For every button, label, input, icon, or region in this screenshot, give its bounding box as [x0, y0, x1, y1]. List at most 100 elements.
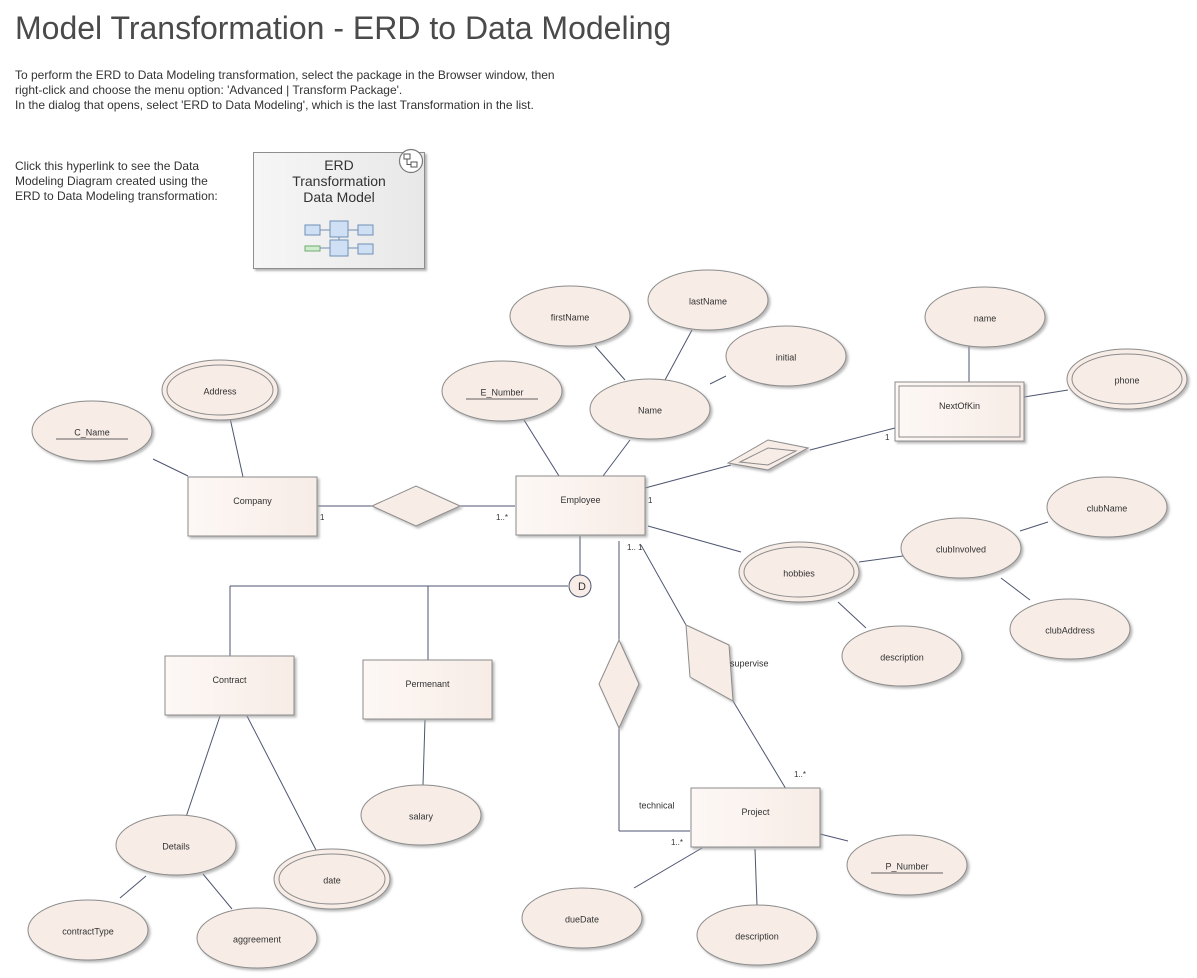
entity-label-employee: Employee [560, 495, 600, 505]
entity-label-permanent: Permenant [405, 679, 450, 689]
attribute-hobby-description [841, 625, 963, 687]
multivalued-inner-phone [1071, 353, 1183, 405]
hyperlink-hint: Click this hyperlink to see the Data Mod… [15, 159, 218, 204]
attribute-clubinvolved [900, 517, 1022, 579]
entity-contract [164, 655, 295, 716]
attribute-label-agreement: aggreement [233, 934, 282, 944]
relationship-connector [594, 345, 626, 381]
attribute-label-nok-name: name [974, 313, 997, 323]
attribute-project-description [696, 904, 818, 966]
diagram-link-label: ERD [324, 157, 354, 173]
attribute-lastname [647, 269, 769, 331]
multiplicity-company-works: 1 [320, 513, 325, 522]
multivalued-inner-hobbies [743, 546, 855, 598]
relationship-diamond-supervise [685, 624, 734, 702]
attribute-clubname [1046, 476, 1168, 538]
attribute-e-number [441, 360, 563, 422]
relationship-diamond-technical [598, 638, 640, 730]
attribute-firstname [509, 285, 631, 347]
entity-nextofkin [894, 381, 1025, 442]
identifying-relationship-inner [738, 447, 798, 466]
entity-employee [515, 475, 646, 536]
multivalued-inner-address [166, 364, 274, 416]
entity-label-contract: Contract [212, 675, 247, 685]
attribute-label-initial: initial [776, 352, 797, 362]
specialization-symbol: D [578, 581, 586, 593]
relationship-connector [202, 873, 233, 910]
attribute-label-contracttype: contractType [62, 926, 114, 936]
relationship-connector [185, 715, 221, 818]
instructions: To perform the ERD to Data Modeling tran… [15, 68, 555, 113]
attribute-date [273, 848, 391, 910]
attribute-phone [1066, 348, 1188, 410]
attribute-duedate [521, 887, 643, 949]
entity-label-company: Company [233, 496, 272, 506]
diagram-link-icon [398, 148, 424, 174]
data-model-diagram-hyperlink[interactable]: ERD Transformation Data Model [253, 148, 425, 269]
entity-label-nextofkin: NextOfKin [939, 401, 980, 411]
relationship-connector [644, 464, 732, 489]
relationship-connector [229, 417, 244, 478]
attribute-name [589, 378, 711, 440]
attribute-label-firstname: firstName [551, 312, 590, 322]
relationship-connector [647, 525, 742, 553]
instruction-line: In the dialog that opens, select 'ERD to… [15, 98, 534, 112]
page-title: Model Transformation - ERD to Data Model… [15, 10, 672, 46]
relationship-connector [119, 875, 147, 899]
relationship-connector [1019, 521, 1049, 532]
attribute-salary [360, 784, 482, 846]
diagram-link-label: Transformation [292, 173, 386, 189]
relationship-label-supervise: supervise [730, 658, 769, 668]
relationship-connector [837, 601, 867, 629]
entity-project [690, 787, 821, 848]
entity-permanent [362, 659, 493, 720]
relationship-connector [664, 329, 693, 381]
hint-line: Click this hyperlink to see the Data [15, 159, 200, 173]
relationship-connector [640, 544, 687, 626]
attribute-p-number [846, 834, 968, 896]
attribute-label-details: Details [162, 841, 190, 851]
specialization-circle [568, 574, 592, 598]
attribute-label-hobby-description: description [880, 652, 924, 662]
weak-entity-inner-nextofkin [898, 385, 1021, 438]
instruction-line: To perform the ERD to Data Modeling tran… [15, 68, 555, 82]
attribute-clubaddress [1009, 598, 1131, 660]
multiplicity-employee-nok: 1 [648, 496, 653, 505]
relationship-label-technical: technical [639, 800, 675, 810]
entity-label-project: Project [741, 807, 770, 817]
relationship-connector [152, 458, 189, 477]
attribute-agreement [196, 907, 318, 969]
multiplicity-project-supervise: 1..* [794, 770, 806, 779]
attribute-label-project-description: description [735, 931, 779, 941]
relationship-connector [633, 847, 703, 889]
attribute-details [115, 814, 237, 876]
attribute-label-duedate: dueDate [565, 914, 599, 924]
data-model-thumbnail-icon [304, 220, 374, 257]
relationship-connector [523, 419, 560, 477]
attribute-nok-name [924, 286, 1046, 348]
attribute-label-salary: salary [409, 811, 434, 821]
instruction-line: right-click and choose the menu option: … [15, 83, 403, 97]
relationship-connector [1023, 389, 1069, 398]
attribute-label-clubaddress: clubAddress [1045, 625, 1095, 635]
attribute-c-name [31, 400, 153, 462]
relationship-connector [819, 833, 849, 842]
entity-company [187, 476, 318, 537]
hint-line: ERD to Data Modeling transformation: [15, 189, 218, 203]
attribute-label-p-number: P_Number [885, 861, 928, 871]
attribute-label-hobbies: hobbies [783, 568, 815, 578]
attribute-label-date: date [323, 875, 341, 885]
hint-line: Modeling Diagram created using the [15, 174, 208, 188]
relationship-connector [422, 719, 426, 786]
multiplicity-employee-works: 1..* [496, 513, 508, 522]
multiplicity-employee-project: 1.. 1 [627, 543, 643, 552]
multiplicity-project-technical: 1..* [671, 838, 683, 847]
attribute-label-e-number: E_Number [480, 387, 523, 397]
attribute-label-clubname: clubName [1087, 503, 1128, 513]
multivalued-inner-date [278, 853, 386, 905]
attribute-label-address: Address [203, 386, 237, 396]
multiplicity-nok-employee: 1 [885, 433, 890, 442]
relationship-diamond-works-for [370, 485, 462, 527]
relationship-connector [754, 848, 758, 907]
